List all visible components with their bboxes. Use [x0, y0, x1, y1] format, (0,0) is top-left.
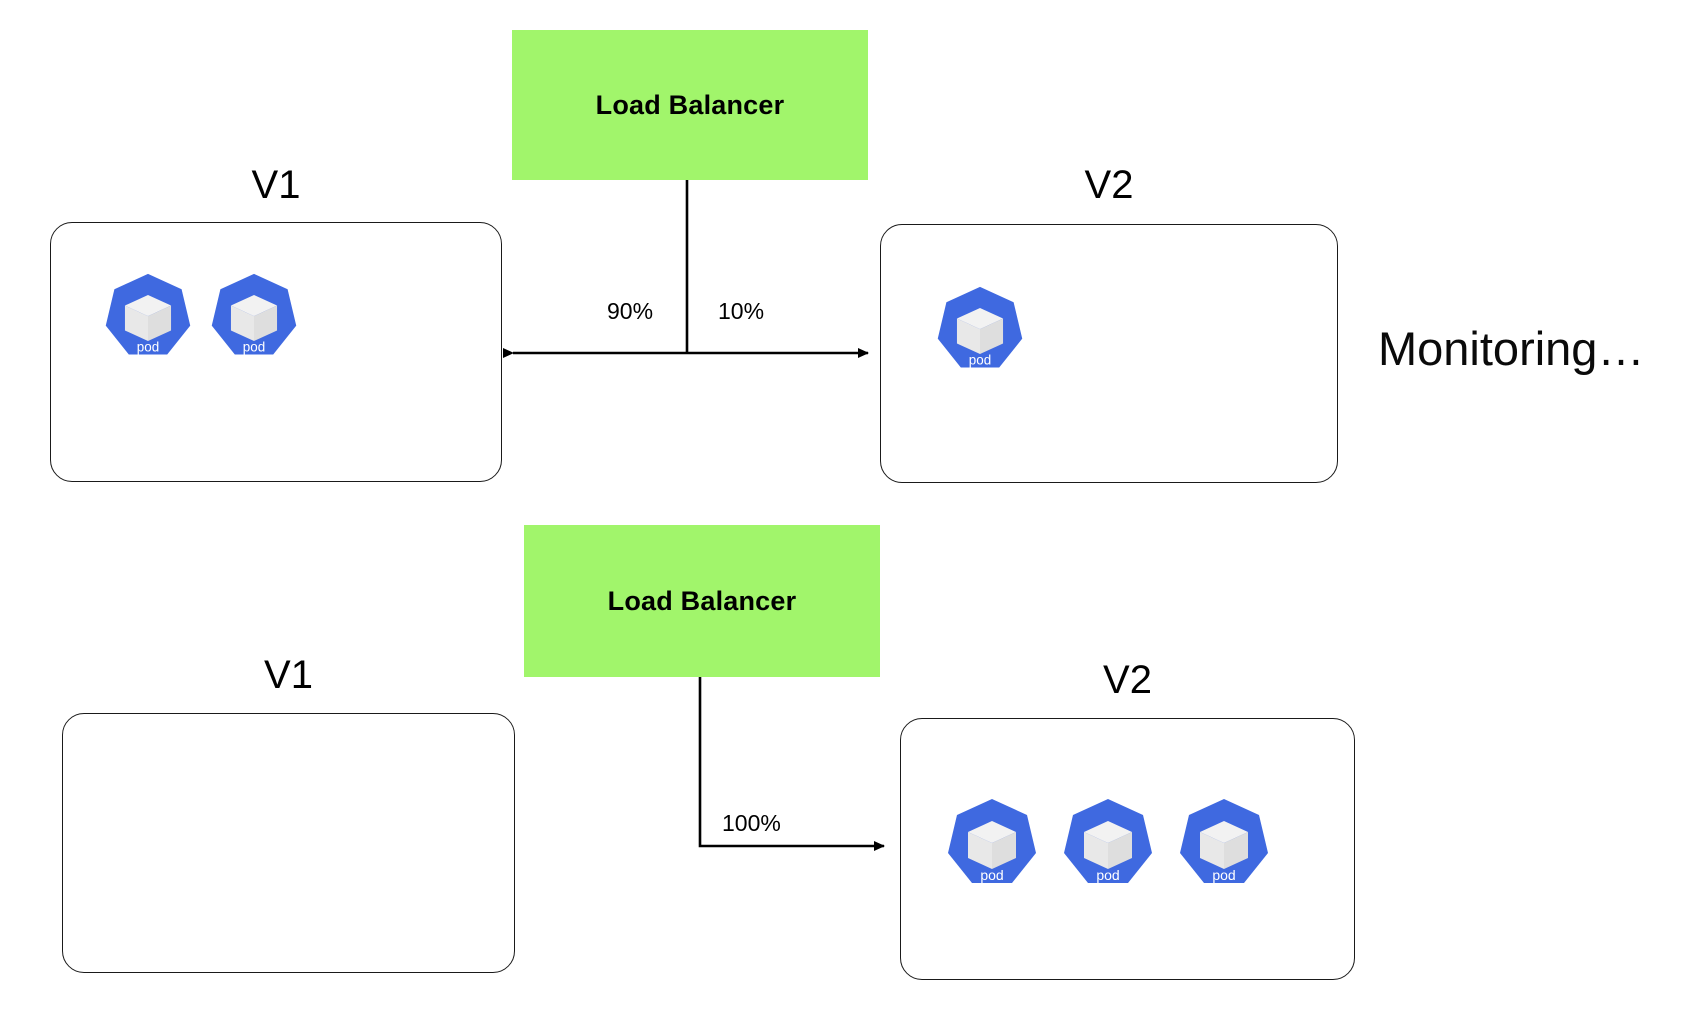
svg-text:pod: pod: [969, 353, 991, 368]
pod-row-v1-row1: pod pod: [100, 270, 302, 366]
load-balancer-box-2[interactable]: Load Balancer: [524, 525, 880, 677]
traffic-label-10: 10%: [718, 298, 765, 324]
pod-icon[interactable]: pod: [932, 283, 1028, 379]
group-title-v1-row1: V1: [251, 163, 301, 207]
load-balancer-label: Load Balancer: [607, 585, 797, 616]
pod-icon[interactable]: pod: [942, 795, 1042, 895]
group-title-v2-row2: V2: [1103, 658, 1152, 702]
monitoring-note: Monitoring…: [1378, 322, 1645, 375]
traffic-label-90: 90%: [607, 298, 654, 324]
group-box-v2-row1[interactable]: [880, 224, 1338, 483]
svg-text:pod: pod: [1212, 867, 1235, 883]
svg-text:pod: pod: [243, 340, 265, 355]
svg-text:pod: pod: [1096, 867, 1119, 883]
pod-row-v2-row2: pod pod pod: [942, 795, 1274, 895]
pod-icon[interactable]: pod: [1174, 795, 1274, 895]
load-balancer-box-1[interactable]: Load Balancer: [512, 30, 868, 180]
traffic-label-100: 100%: [722, 810, 781, 836]
pod-icon[interactable]: pod: [206, 270, 302, 366]
load-balancer-label: Load Balancer: [595, 89, 785, 120]
svg-text:pod: pod: [137, 340, 159, 355]
pod-icon[interactable]: pod: [100, 270, 196, 366]
group-box-v1-row2[interactable]: [62, 713, 515, 973]
pod-icon[interactable]: pod: [1058, 795, 1158, 895]
group-title-v1-row2: V1: [264, 653, 313, 697]
group-box-v1-row1[interactable]: [50, 222, 502, 482]
group-title-v2-row1: V2: [1084, 163, 1134, 207]
pod-row-v2-row1: pod: [932, 283, 1028, 379]
svg-text:pod: pod: [980, 867, 1003, 883]
